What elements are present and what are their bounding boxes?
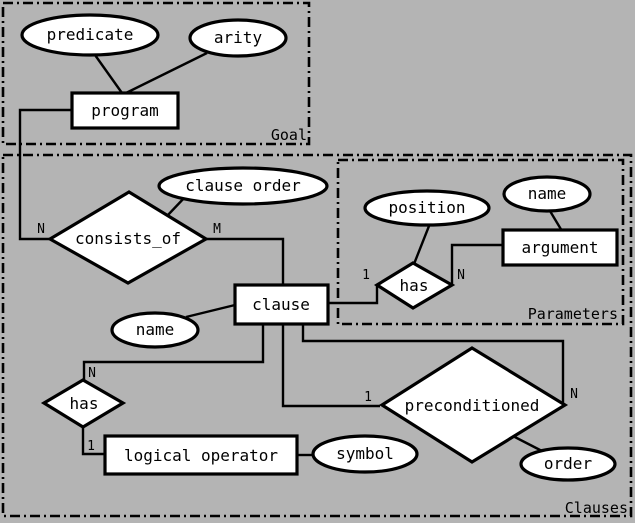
cardinality-param-has-n: N	[457, 268, 465, 283]
edge-consists-of-clause	[206, 237, 285, 285]
attribute-clause-name-label: name	[136, 320, 175, 339]
cardinality-param-has-1: 1	[362, 268, 370, 283]
entity-clause-label: clause	[252, 295, 310, 314]
edge-param-has-argument	[450, 243, 503, 285]
parameters-region-border	[336, 158, 625, 326]
attribute-symbol-label: symbol	[336, 444, 394, 463]
entity-program	[70, 91, 180, 130]
relationship-clause-has-label: has	[70, 394, 99, 413]
goal-region-border	[1, 1, 311, 146]
relationship-param-has	[373, 261, 456, 310]
edge-position-param-has	[412, 225, 431, 265]
entity-logical-operator	[103, 434, 299, 476]
edge-clause-param-has	[328, 285, 379, 305]
attribute-clause-order	[157, 166, 329, 206]
relationship-preconditioned-label: preconditioned	[405, 396, 540, 415]
edge-clause-preconditioned-n	[301, 324, 565, 404]
attribute-clause-order-label: clause order	[185, 176, 301, 195]
edge-clause-preconditioned-1	[281, 324, 380, 408]
entity-clause	[233, 283, 330, 326]
cardinality-clause-has-1: 1	[87, 439, 95, 454]
attribute-arity-label: arity	[214, 28, 263, 47]
attribute-position	[363, 189, 491, 227]
attribute-arity	[188, 18, 288, 58]
relationship-param-has-label: has	[400, 276, 429, 295]
attribute-predicate	[20, 13, 160, 57]
entity-argument-label: argument	[521, 238, 598, 257]
attribute-symbol	[311, 434, 419, 474]
entity-argument	[501, 228, 619, 267]
edge-program-consists-of	[18, 108, 72, 241]
clauses-region-border	[1, 153, 633, 518]
cardinality-preconditioned-n: N	[570, 387, 578, 402]
attribute-argument-name-label: name	[528, 184, 567, 203]
edge-clause-has-logical-operator	[81, 427, 105, 456]
cardinality-consists-of-n: N	[37, 222, 45, 237]
attribute-predicate-label: predicate	[47, 25, 134, 44]
entity-logical-operator-label: logical operator	[124, 446, 278, 465]
attribute-order	[519, 446, 617, 482]
attribute-position-label: position	[388, 198, 465, 217]
attribute-order-label: order	[544, 454, 593, 473]
parameters-region-label: Parameters	[528, 305, 618, 323]
edge-name-argument	[548, 210, 564, 232]
cardinality-clause-has-n: N	[88, 366, 96, 381]
relationship-consists-of-label: consists_of	[75, 229, 181, 248]
edge-predicate-program	[94, 54, 123, 94]
edge-clause-clause-has	[82, 324, 265, 381]
clauses-region-label: Clauses	[565, 499, 628, 517]
edge-arity-program	[125, 51, 208, 95]
cardinality-consists-of-m: M	[213, 222, 221, 237]
relationship-clause-has	[40, 378, 127, 429]
goal-region-label: Goal	[271, 126, 307, 144]
attribute-clause-name	[110, 311, 200, 349]
attribute-argument-name	[502, 175, 592, 213]
cardinality-preconditioned-1: 1	[364, 390, 372, 405]
edge-name-clause	[185, 303, 236, 319]
entity-program-label: program	[91, 101, 158, 120]
relationship-preconditioned	[379, 346, 569, 464]
relationship-consists-of	[46, 190, 210, 285]
